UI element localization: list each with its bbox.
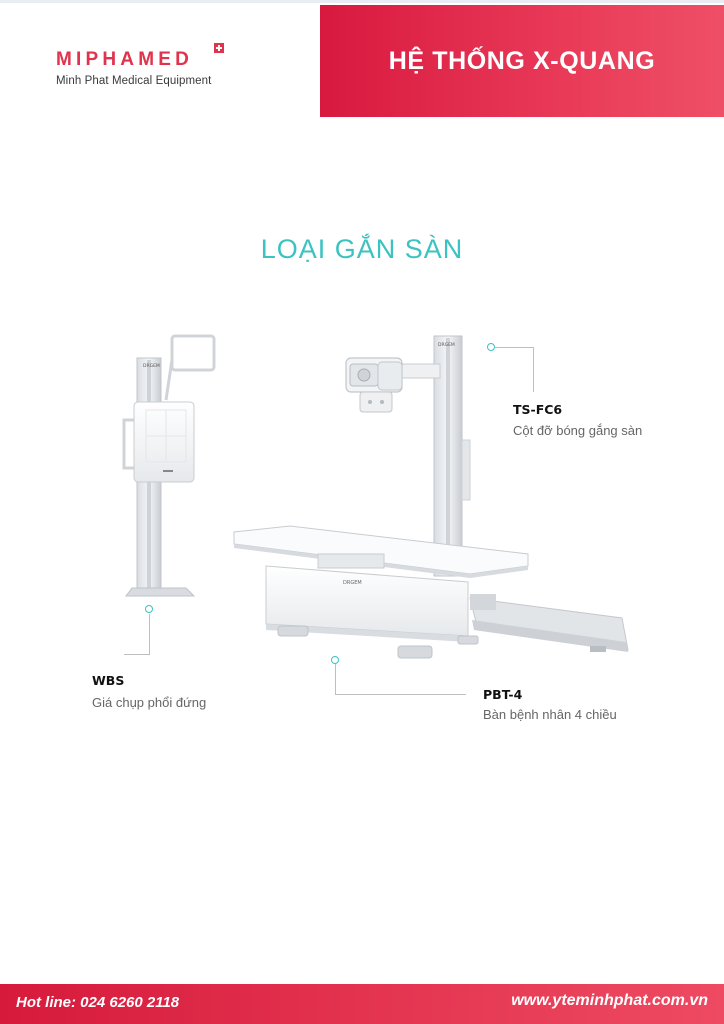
title-banner: HỆ THỐNG X-QUANG [320, 5, 724, 117]
pbt-4-description: Bàn bệnh nhân 4 chiều [483, 707, 617, 722]
website-link[interactable]: www.yteminhphat.com.vn [511, 992, 708, 1009]
brand-logo: MIPHAMED Minh Phat Medical Equipment [56, 43, 224, 87]
hotline-text: Hot line: 024 6260 2118 [16, 994, 180, 1011]
pbt-4-patient-table: DRGEM [233, 525, 629, 659]
wbs-chest-stand: DRGEM [122, 334, 216, 597]
ts-fc6-code: TS-FC6 [513, 402, 563, 417]
ts-fc6-tube-stand: DRGEM [345, 335, 471, 577]
brand-tagline: Minh Phat Medical Equipment [56, 75, 212, 87]
wbs-marker [145, 605, 153, 613]
ts-fc6-description: Cột đỡ bóng gắng sàn [513, 423, 643, 438]
top-strip [0, 0, 724, 3]
wbs-brand-label: DRGEM [143, 363, 160, 369]
footer-bar: Hot line: 024 6260 2118 www.yteminhphat.… [0, 984, 724, 1024]
page-title: HỆ THỐNG X-QUANG [388, 46, 656, 75]
medical-cross-icon [214, 43, 224, 53]
pbt-4-code: PBT-4 [483, 687, 523, 702]
pbt-4-marker [331, 656, 339, 664]
ts-fc6-leader [495, 347, 534, 392]
xray-equipment-illustration: DRGEM DRGEM [122, 334, 629, 659]
ts-fc6-marker [487, 343, 495, 351]
wbs-code: WBS [92, 673, 125, 688]
section-title: LOẠI GẮN SÀN [260, 234, 464, 264]
brand-name: MIPHAMED [56, 49, 194, 70]
wbs-description: Giá chụp phổi đứng [92, 695, 207, 710]
tube-stand-brand-label: DRGEM [438, 342, 455, 348]
wbs-leader [124, 614, 150, 655]
table-brand-label: DRGEM [343, 580, 362, 586]
pbt-4-leader [335, 664, 466, 695]
